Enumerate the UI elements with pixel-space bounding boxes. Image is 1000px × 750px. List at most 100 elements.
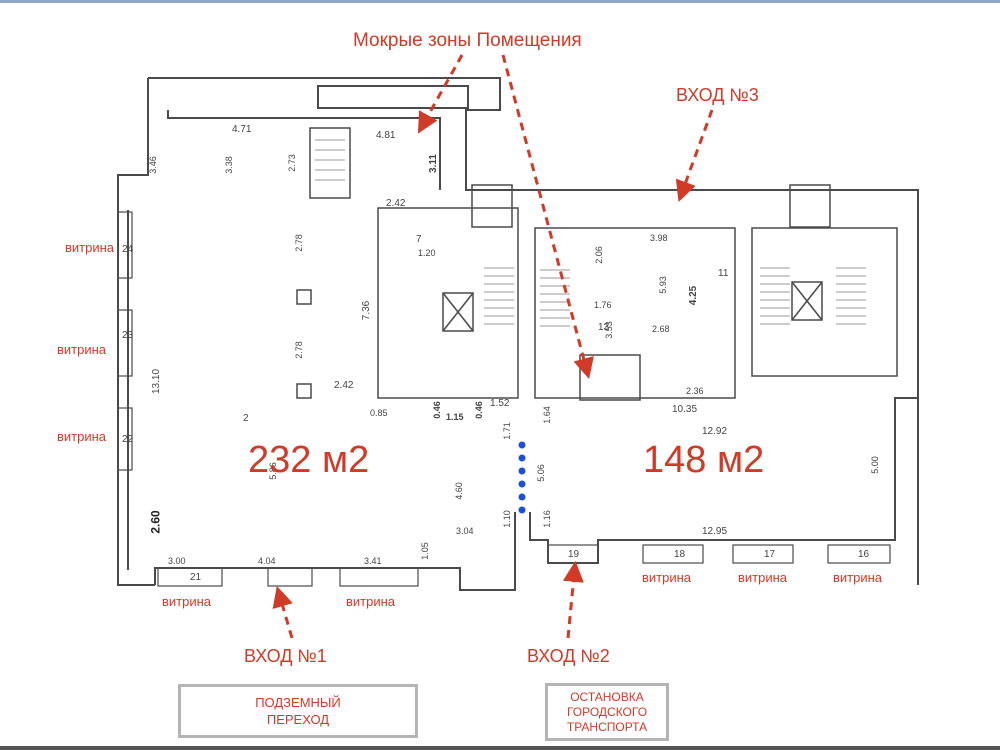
dim-label: 3.11 bbox=[427, 154, 439, 173]
window-18 bbox=[642, 544, 704, 564]
dim-label: 1.76 bbox=[594, 300, 612, 310]
dim-label: 3.41 bbox=[364, 556, 382, 566]
underpass-box: ПОДЗЕМНЫЙ ПЕРЕХОД bbox=[178, 684, 418, 738]
window-number: 23 bbox=[122, 330, 134, 341]
dim-label: 13.10 bbox=[151, 368, 163, 395]
dim-label: 5.06 bbox=[535, 464, 546, 482]
window-number: 16 bbox=[858, 549, 870, 560]
window-24 bbox=[117, 211, 133, 279]
bus-stop-label: ОСТАНОВКА ГОРОДСКОГО ТРАНСПОРТА bbox=[566, 689, 648, 734]
dim-label: 3.38 bbox=[223, 156, 234, 174]
dim-label: 1.10 bbox=[501, 510, 512, 528]
room-number: 13 bbox=[598, 322, 610, 333]
dim-label: 2.36 bbox=[686, 386, 704, 396]
building-core bbox=[296, 127, 898, 401]
dim-label: 7.36 bbox=[361, 300, 373, 321]
window-21 bbox=[157, 567, 223, 587]
window-number: 18 bbox=[674, 549, 686, 560]
dim-label: 1.52 bbox=[490, 398, 510, 409]
dim-label: 2.78 bbox=[293, 341, 304, 359]
area-right-label: 148 м2 bbox=[643, 439, 765, 481]
entrance-3-label: ВХОД №3 bbox=[676, 85, 759, 105]
core-left bbox=[377, 207, 519, 399]
dim-label: 0.46 bbox=[431, 401, 442, 419]
dim-label: 2.42 bbox=[334, 380, 354, 391]
top-border bbox=[0, 0, 1000, 3]
dim-label: 2.78 bbox=[293, 234, 304, 252]
window-number: 19 bbox=[568, 549, 580, 560]
wc-unit bbox=[579, 354, 641, 401]
room-number: 11 bbox=[718, 268, 729, 279]
window-20 bbox=[267, 567, 313, 587]
arrow-entrance-3 bbox=[675, 109, 714, 202]
window-number: 17 bbox=[764, 549, 776, 560]
showcase-label: витрина bbox=[346, 594, 396, 609]
entrance-2-label: ВХОД №2 bbox=[527, 646, 610, 666]
wall-left-outline bbox=[117, 78, 155, 586]
dim-label: 1.16 bbox=[541, 510, 552, 528]
dim-label: 2.73 bbox=[286, 154, 297, 172]
dim-label: 1.15 bbox=[446, 412, 464, 422]
room-number: 7 bbox=[416, 234, 422, 245]
dim-label: 0.46 bbox=[473, 401, 484, 419]
door-dot bbox=[518, 441, 526, 449]
stair-treads bbox=[315, 139, 866, 327]
window-number: 22 bbox=[122, 434, 134, 445]
door-dot bbox=[518, 480, 526, 488]
room-number: 2 bbox=[243, 413, 249, 424]
dim-label: 3.46 bbox=[147, 156, 158, 174]
window-number: 24 bbox=[122, 244, 134, 255]
dim-label: 12.95 bbox=[702, 526, 728, 537]
dim-label: 4.25 bbox=[688, 285, 700, 306]
column-1 bbox=[296, 289, 312, 305]
showcase-label: витрина bbox=[65, 240, 115, 255]
dim-label: 4.60 bbox=[453, 482, 464, 500]
showcase-label: витрина bbox=[738, 570, 788, 585]
dim-label: 1.05 bbox=[419, 542, 430, 560]
annotation-arrows bbox=[272, 54, 714, 639]
shaft-top-left bbox=[471, 184, 513, 228]
area-left-label: 232 м2 bbox=[248, 439, 370, 481]
dim-label: 12.92 bbox=[702, 426, 728, 437]
showcase-label: витрина bbox=[57, 342, 107, 357]
dim-label: 10.35 bbox=[672, 404, 698, 415]
wall-inner-top bbox=[167, 110, 441, 190]
elevator-right bbox=[791, 281, 823, 321]
dim-label: 2.60 bbox=[148, 510, 163, 534]
showcase-label: витрина bbox=[833, 570, 883, 585]
dim-label: 3.04 bbox=[456, 526, 474, 536]
arrow-entrance-2 bbox=[562, 560, 584, 639]
door-dot bbox=[518, 506, 526, 514]
shaft-top-right bbox=[789, 184, 831, 228]
bus-stop-box: ОСТАНОВКА ГОРОДСКОГО ТРАНСПОРТА bbox=[545, 683, 669, 741]
top-shaft bbox=[317, 85, 469, 109]
door-dot bbox=[518, 493, 526, 501]
elevator-right-x2 bbox=[791, 281, 823, 321]
entrance-1-label: ВХОД №1 bbox=[244, 646, 327, 666]
wet-zones-label: Мокрые зоны Помещения bbox=[353, 30, 582, 51]
window-17 bbox=[732, 544, 794, 564]
wall-bottom-left bbox=[154, 512, 516, 591]
dim-label: 5.00 bbox=[869, 456, 880, 474]
dim-label: 5.93 bbox=[657, 276, 668, 294]
dim-label: 2.42 bbox=[386, 198, 406, 209]
elevator-left bbox=[442, 292, 474, 332]
underpass-label: ПОДЗЕМНЫЙ ПЕРЕХОД bbox=[255, 695, 341, 727]
dim-label: 3.98 bbox=[650, 233, 668, 243]
stair-top bbox=[309, 127, 351, 199]
elevator-left-x2 bbox=[442, 292, 474, 332]
door-markers bbox=[518, 441, 526, 514]
dim-label: 4.81 bbox=[376, 130, 396, 141]
column-2 bbox=[296, 383, 312, 399]
wall-top-outline bbox=[148, 77, 919, 205]
bottom-border bbox=[0, 746, 1000, 750]
door-dot bbox=[518, 467, 526, 475]
showcase-label: витрина bbox=[642, 570, 692, 585]
arrow-wet-zone-2 bbox=[501, 54, 594, 380]
dim-label: 2.06 bbox=[593, 246, 604, 264]
window-number: 21 bbox=[190, 572, 202, 583]
arrow-wet-zone-1 bbox=[417, 54, 464, 134]
core-mid bbox=[534, 227, 736, 399]
core-right bbox=[751, 227, 898, 377]
